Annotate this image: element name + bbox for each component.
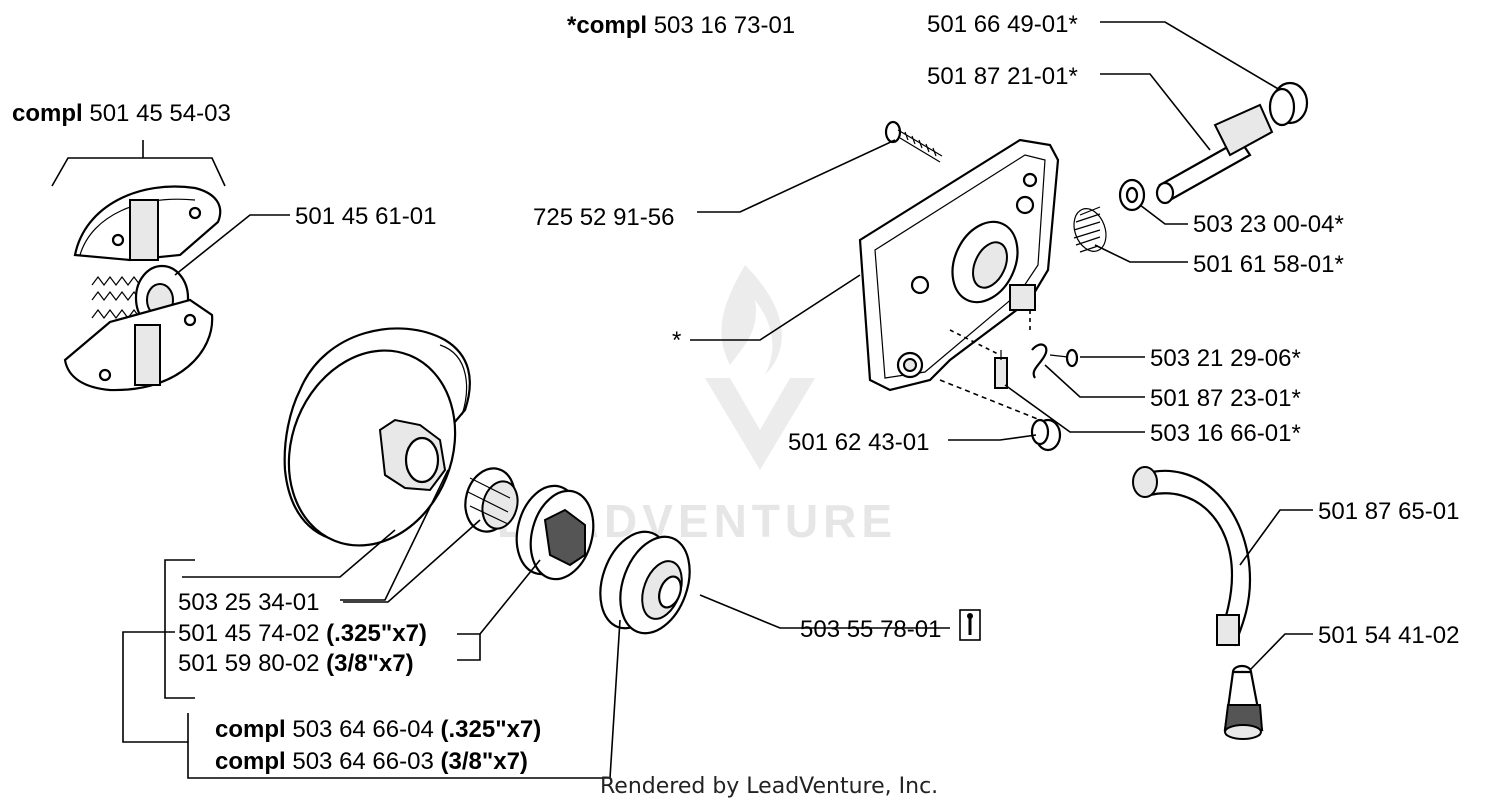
clutch-assembly xyxy=(51,140,226,392)
label-spring: 501 61 58-01* xyxy=(1193,251,1344,278)
rim-sprocket xyxy=(515,484,595,581)
screw xyxy=(1049,348,1079,368)
label-clutch-compl: compl 501 45 54-03 xyxy=(12,100,231,127)
label-plunger: 501 87 21-01* xyxy=(927,63,1078,90)
cap xyxy=(1268,81,1309,127)
oil-pump-housing xyxy=(858,138,1060,392)
bolt xyxy=(884,120,943,163)
bushing xyxy=(1030,418,1062,452)
label-clutch-spring: 501 45 61-01 xyxy=(295,203,436,230)
spur-sprocket xyxy=(599,530,691,635)
label-housing-asterisk: * xyxy=(672,327,681,354)
label-drum-325: 501 45 74-02 (.325"x7) xyxy=(178,620,427,647)
label-oil-filter: 501 54 41-02 xyxy=(1318,622,1459,649)
label-bolt: 725 52 91-56 xyxy=(533,204,674,231)
adjust-pin xyxy=(994,350,1008,389)
label-main-compl: *compl 503 16 73-01 xyxy=(567,12,795,39)
label-screw: 503 21 29-06* xyxy=(1150,345,1301,372)
oil-filter xyxy=(1223,664,1264,740)
label-bushing: 501 62 43-01 xyxy=(788,429,929,456)
label-needle-bearing: 503 25 34-01 xyxy=(178,589,319,616)
clip xyxy=(1031,343,1048,379)
label-clip: 501 87 23-01* xyxy=(1150,385,1301,412)
wrench-icon xyxy=(959,609,981,641)
labels: *compl 503 16 73-01 compl 501 45 54-03 5… xyxy=(12,11,1459,799)
leader-lines xyxy=(122,21,1313,779)
needle-bearing xyxy=(464,467,519,533)
footer-credit: Rendered by LeadVenture, Inc. xyxy=(600,774,938,799)
spring xyxy=(1073,206,1107,253)
label-drum-compl-38: compl 503 64 66-03 (3/8"x7) xyxy=(215,748,528,775)
pump-plunger xyxy=(1155,103,1274,205)
label-drum-38: 501 59 80-02 (3/8"x7) xyxy=(178,650,414,677)
washer xyxy=(1118,178,1146,212)
label-adjust-pin: 503 16 66-01* xyxy=(1150,420,1301,447)
label-drum-compl-325: compl 503 64 66-04 (.325"x7) xyxy=(215,716,541,743)
clutch-drum xyxy=(283,327,471,547)
label-oil-hose: 501 87 65-01 xyxy=(1318,498,1459,525)
label-spur-sprocket: 503 55 78-01 xyxy=(800,616,941,643)
oil-hose xyxy=(1132,466,1252,647)
label-cap: 501 66 49-01* xyxy=(927,11,1078,38)
label-washer: 503 23 00-04* xyxy=(1193,211,1344,238)
